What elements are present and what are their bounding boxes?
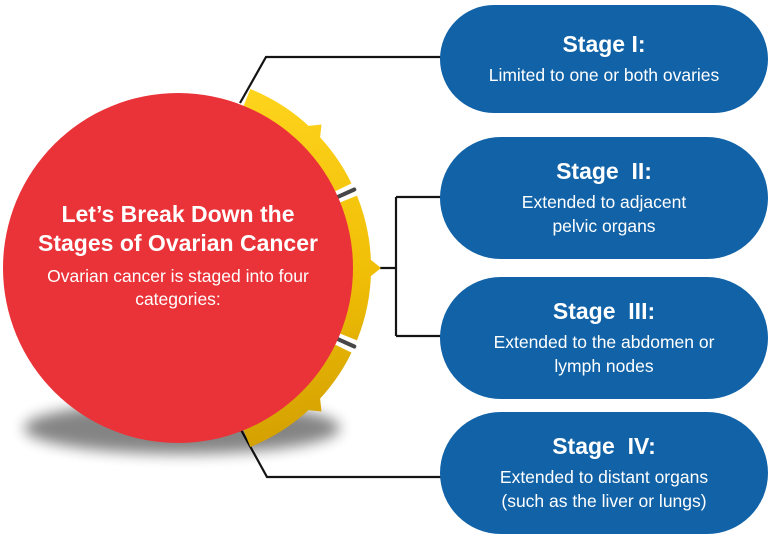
stage-1-description: Limited to one or both ovaries [489,63,720,87]
stage-1-desc-line1: Limited to one or both ovaries [488,64,720,85]
ring-arrow-bottom [285,375,322,412]
diagram-subtitle: Ovarian cancer is staged into four categ… [18,265,338,311]
stage-1-pill: Stage I: Limited to one or both ovaries [440,5,768,113]
stage-2-desc-line2: pelvic organs [552,216,656,236]
connector-bracket-stages-2-3 [380,195,445,338]
yellow-ring [242,89,381,447]
diagram-title-line2: Stages of Ovarian Cancer [38,230,318,257]
diagram-subtitle-line2: categories: [135,288,221,309]
stage-4-pill: Stage IV: Extended to distant organs (su… [440,412,768,534]
center-text-block: Let’s Break Down the Stages of Ovarian C… [18,200,338,311]
stage-3-desc-line2: lymph nodes [554,356,654,376]
diagram-subtitle-line1: Ovarian cancer is staged into four [47,265,309,286]
ring-arrow-middle [352,245,381,291]
red-circle [3,93,353,443]
stage-3-pill: Stage III: Extended to the abdomen or ly… [440,277,768,399]
stage-1-label: Stage I: [562,30,646,57]
stage-4-label: Stage IV: [552,432,656,459]
stage-4-desc-line2: (such as the liver or lungs) [501,491,707,511]
stage-2-desc-line1: Extended to adjacent [521,191,687,212]
stage-4-description: Extended to distant organs (such as the … [500,465,708,513]
diagram-title: Let’s Break Down the Stages of Ovarian C… [18,200,338,259]
connector-stage-1 [239,55,445,104]
stage-2-pill: Stage II: Extended to adjacent pelvic or… [440,137,768,259]
ring-arrow-top [285,124,322,161]
diagram-title-line1: Let’s Break Down the [61,201,295,227]
stage-2-description: Extended to adjacent pelvic organs [522,190,686,238]
stage-3-label: Stage III: [552,297,656,324]
stage-3-description: Extended to the abdomen or lymph nodes [494,330,715,378]
stage-2-label: Stage II: [556,157,652,184]
stage-4-desc-line1: Extended to distant organs [499,466,709,487]
stage-3-desc-line1: Extended to the abdomen or [493,331,715,352]
